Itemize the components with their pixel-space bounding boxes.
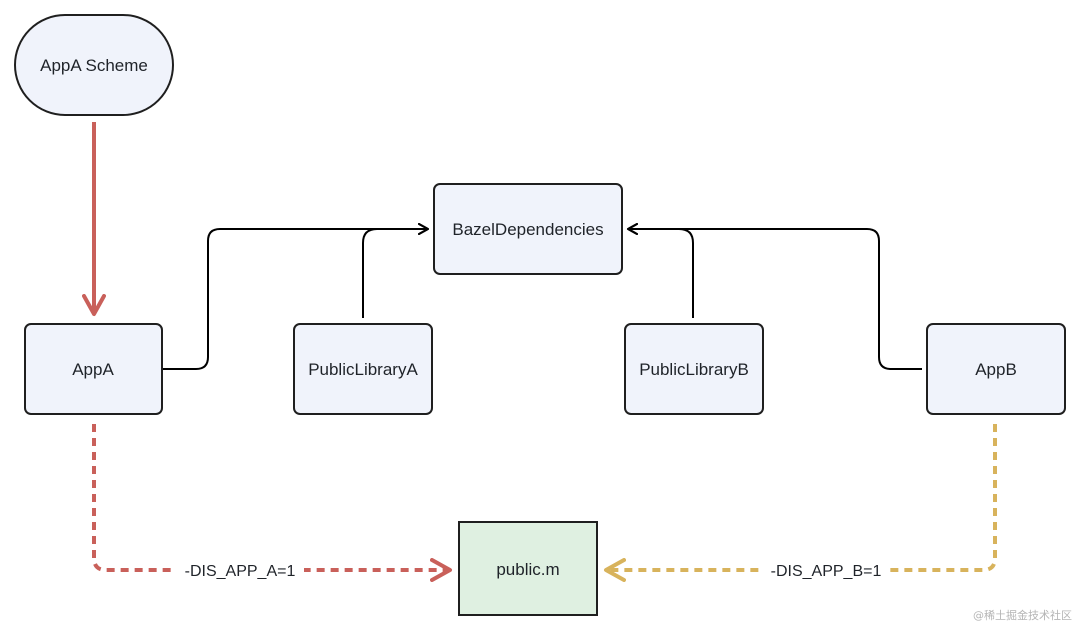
edge-appb-to-public bbox=[604, 424, 997, 582]
node-public-m-label: public.m bbox=[496, 560, 559, 579]
edge-label-appb: -DIS_APP_B=1 bbox=[771, 563, 882, 580]
node-public-library-b-label: PublicLibraryB bbox=[639, 360, 749, 379]
node-bazel-dependencies[interactable]: BazelDependencies bbox=[433, 183, 623, 275]
edge-appa-to-bazel bbox=[163, 223, 429, 370]
node-appb-label: AppB bbox=[975, 360, 1017, 379]
node-appa-scheme[interactable]: AppA Scheme bbox=[14, 14, 174, 116]
node-appa-scheme-label: AppA Scheme bbox=[40, 56, 148, 75]
node-appa-label: AppA bbox=[72, 360, 114, 379]
node-public-library-a[interactable]: PublicLibraryA bbox=[293, 323, 433, 415]
edge-appa-to-public bbox=[92, 424, 452, 582]
node-bazel-dependencies-label: BazelDependencies bbox=[452, 220, 603, 239]
watermark-text: @稀土掘金技术社区 bbox=[973, 609, 1072, 622]
node-public-library-a-label: PublicLibraryA bbox=[308, 360, 418, 379]
edge-label-appa: -DIS_APP_A=1 bbox=[185, 563, 296, 580]
edge-appb-to-bazel bbox=[627, 223, 922, 370]
edge-libb-to-bazel bbox=[627, 223, 694, 318]
edge-label-bg-appa bbox=[176, 557, 304, 583]
node-appb[interactable]: AppB bbox=[926, 323, 1066, 415]
node-appa[interactable]: AppA bbox=[24, 323, 163, 415]
node-public-library-b[interactable]: PublicLibraryB bbox=[624, 323, 764, 415]
node-public-m[interactable]: public.m bbox=[458, 521, 598, 616]
edge-liba-to-bazel bbox=[362, 223, 429, 318]
edge-label-bg-appb bbox=[762, 557, 890, 583]
